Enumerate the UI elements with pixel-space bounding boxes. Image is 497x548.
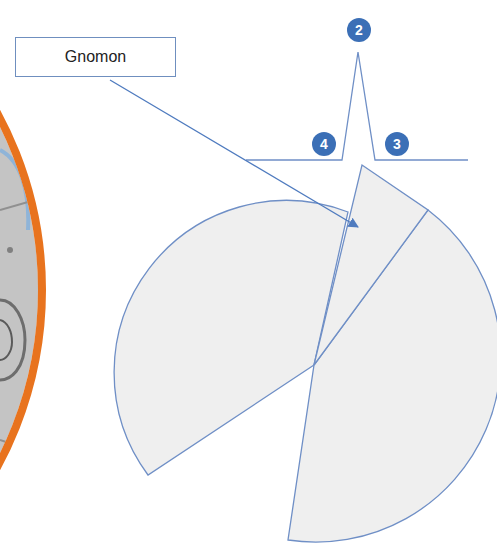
disc-rim xyxy=(0,0,42,548)
part-name: Gnomon xyxy=(65,48,126,66)
right-sector xyxy=(288,210,497,542)
leader-line xyxy=(110,80,358,227)
callout-text: 3 xyxy=(393,137,401,151)
callout-number: 2 xyxy=(347,18,371,42)
photo-disc xyxy=(0,0,60,548)
gnomon-profile xyxy=(246,52,468,160)
callout-text: 2 xyxy=(355,23,363,37)
callout-number: 4 xyxy=(312,132,336,156)
label-box: Gnomon xyxy=(15,37,176,77)
callout-number: 3 xyxy=(385,132,409,156)
callout-text: 4 xyxy=(320,137,328,151)
gnomon-wedge xyxy=(314,165,428,365)
